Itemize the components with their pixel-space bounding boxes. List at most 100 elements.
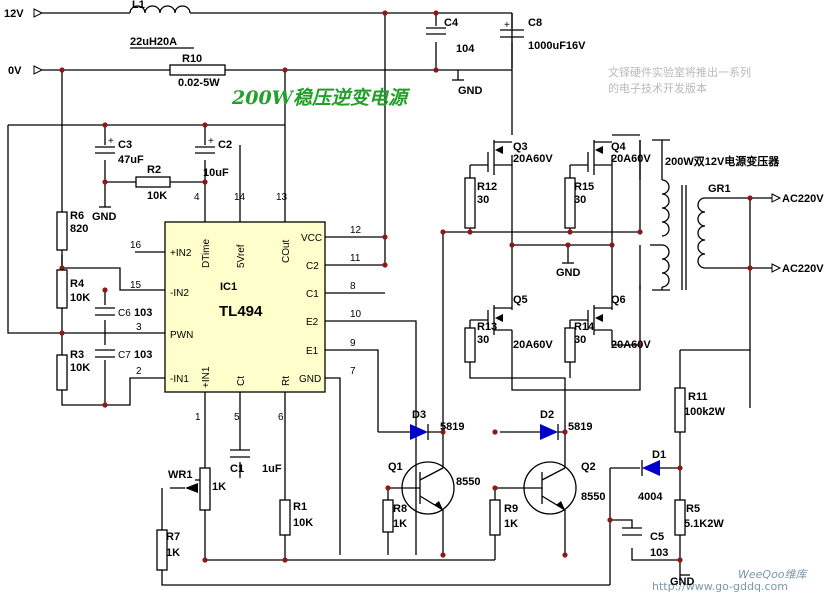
svg-text:Q1: Q1 [388,461,403,473]
mosfet-q3: Q3 20A60V [487,140,553,175]
svg-text:100k2W: 100k2W [684,406,726,418]
diode-d2: D2 5819 [540,409,592,440]
svg-text:COut: COut [281,239,292,263]
svg-text:14: 14 [234,192,246,203]
svg-text:10: 10 [350,309,362,320]
svg-text:7: 7 [350,366,356,377]
svg-text:Q6: Q6 [611,294,626,306]
capacitor-c4: C4 104 [426,17,475,55]
svg-text:+: + [504,20,510,31]
svg-text:R3: R3 [70,349,84,361]
svg-text:Q4: Q4 [611,141,627,153]
svg-text:C2: C2 [218,139,232,151]
resistor-r7: R7 1K [156,529,180,571]
rail-12v: 12V [4,8,44,20]
resistor-r3: R3 10K [56,349,90,391]
gnd-symbol: GND [452,79,483,97]
capacitor-c2: + C2 10uF [195,136,232,179]
svg-text:5Vref: 5Vref [236,244,247,268]
resistor-r12: R12 30 [464,177,497,229]
svg-text:GND: GND [458,85,483,97]
svg-text:D3: D3 [412,409,426,421]
resistor-r1: R1 10K [279,499,313,536]
svg-text:103: 103 [134,349,152,361]
diagram-title: 200W稳压逆变电源 [231,87,411,109]
svg-text:4004: 4004 [638,491,663,503]
svg-text:IC1: IC1 [220,281,237,293]
svg-text:5819: 5819 [568,421,592,433]
capacitor-c7: C7 103 [95,349,152,361]
gnd-symbol-left: GND [92,206,117,223]
capacitor-c1: C1 1uF [230,449,282,475]
svg-text:30: 30 [574,194,586,206]
svg-text:Q3: Q3 [513,141,528,153]
svg-text:22uH20A: 22uH20A [130,36,177,48]
svg-text:+IN1: +IN1 [201,366,212,388]
svg-text:Ct: Ct [236,376,247,386]
svg-text:103: 103 [134,307,152,319]
note-line-2: 的电子技术开发版本 [608,81,707,95]
svg-text:E2: E2 [306,317,319,328]
svg-text:20A60V: 20A60V [611,339,651,351]
svg-text:10K: 10K [293,517,313,529]
svg-text:R6: R6 [70,210,84,222]
resistor-r8: R8 1K [382,499,407,533]
svg-text:+IN2: +IN2 [170,248,192,259]
wires [7,12,772,586]
gnd-label-bottom: GND [670,576,695,588]
diode-d1: D1 4004 [638,449,666,503]
svg-text:30: 30 [477,194,489,206]
svg-text:20A60V: 20A60V [513,153,553,165]
resistor-r15: R15 30 [564,177,594,229]
resistor-r4: R4 10K [56,269,90,309]
svg-text:+: + [108,136,114,147]
resistor-r11: R11 100k2W [674,387,726,433]
svg-text:10K: 10K [147,190,167,202]
svg-text:C3: C3 [118,139,132,151]
svg-text:DTime: DTime [201,238,212,268]
capacitor-c6: C6 103 [95,307,152,319]
svg-text:0.02-5W: 0.02-5W [178,77,220,89]
svg-text:C1: C1 [306,289,319,300]
svg-text:-IN2: -IN2 [170,288,189,299]
svg-text:2: 2 [136,366,142,377]
capacitor-c3: + C3 47uF [95,136,144,166]
svg-text:11: 11 [350,253,361,264]
svg-text:10uF: 10uF [203,167,229,179]
svg-text:PWN: PWN [170,330,193,341]
svg-text:E1: E1 [306,346,319,357]
capacitor-c8: + C8 1000uF16V [500,17,586,52]
svg-text:12: 12 [350,225,362,236]
mosfet-q4: Q4 20A60V [587,140,651,175]
mosfet-q6: Q6 20A60V [587,294,651,351]
svg-text:C8: C8 [528,17,542,29]
mosfet-q5: Q5 20A60V [487,294,553,351]
svg-text:104: 104 [456,43,475,55]
svg-text:0V: 0V [8,65,22,77]
diode-d3: D3 5819 [410,409,464,440]
svg-text:R2: R2 [147,164,161,176]
inductor-l1: L1 22uH20A [129,0,194,49]
resistor-r13: R13 30 [464,321,497,363]
watermark-url: http://www.go-gddq.com [652,580,788,593]
svg-text:9: 9 [350,338,356,349]
svg-text:16: 16 [130,240,142,251]
svg-text:8550: 8550 [581,491,605,503]
svg-text:R8: R8 [393,503,407,515]
svg-text:VCC: VCC [301,233,322,244]
resistor-r9: R9 1K [489,499,518,536]
svg-text:1K: 1K [504,518,518,530]
junctions [59,10,753,563]
svg-text:C7: C7 [118,350,131,361]
rail-0v: 0V [8,65,44,77]
svg-text:R7: R7 [166,531,180,543]
svg-text:6: 6 [278,412,284,423]
svg-text:R13: R13 [477,321,497,333]
svg-text:TL494: TL494 [219,303,263,320]
ac-output-2: AC220V [771,263,824,275]
svg-text:GND: GND [299,374,321,385]
svg-text:R4: R4 [70,278,85,290]
svg-text:8550: 8550 [456,476,480,488]
svg-text:R15: R15 [574,181,594,193]
